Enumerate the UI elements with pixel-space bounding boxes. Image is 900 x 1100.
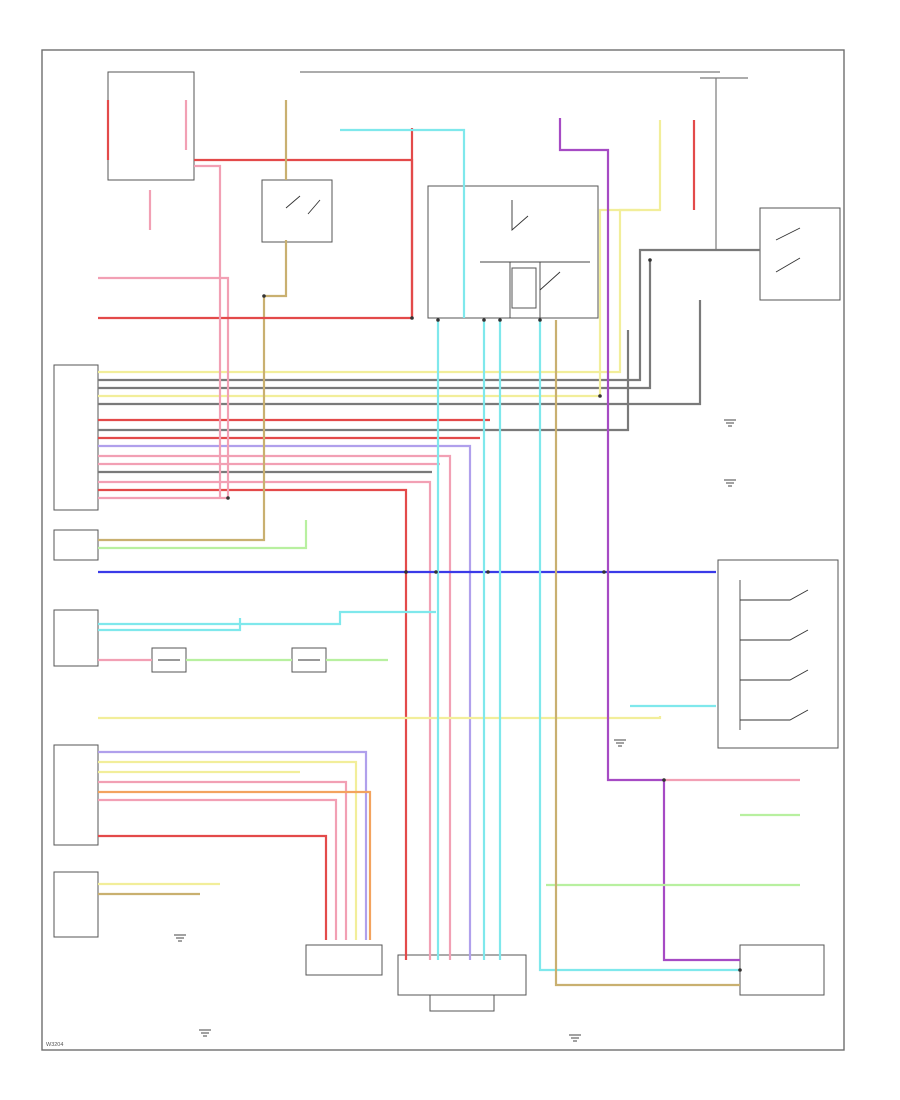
inline-sensor-right [291, 647, 327, 673]
junction-dot-7 [486, 570, 490, 574]
wire-group [98, 100, 800, 1042]
ground-symbol-2 [614, 739, 626, 747]
wire-pink-35 [194, 164, 222, 498]
wire-red-34 [98, 158, 414, 320]
wire-orange-28 [98, 790, 372, 940]
ground-symbol-4 [569, 1034, 581, 1042]
wire-pink-12 [98, 480, 432, 960]
ground-symbol-1 [724, 479, 736, 487]
junction-dot-9 [226, 496, 230, 500]
wire-red-13 [98, 488, 408, 960]
wire-pink-29 [98, 798, 338, 940]
wire-gray-1 [98, 248, 760, 382]
diagram-frame [41, 49, 845, 1051]
top-left-component-box [107, 71, 195, 181]
wire-cyan-19 [98, 618, 242, 632]
engine-control-module-connector [53, 364, 99, 938]
junction-dot-3 [498, 318, 502, 322]
wire-pink-14 [98, 276, 230, 500]
wire-cyan-18 [98, 610, 436, 626]
junction-dot-8 [602, 570, 606, 574]
relay-box [427, 185, 599, 319]
wire-lavender-24 [98, 750, 368, 940]
wire-gray-4 [98, 300, 702, 406]
wire-yellow-23 [98, 716, 662, 720]
wire-red-30 [98, 834, 328, 940]
diagram-code: W3204 [46, 1042, 63, 1048]
junction-dot-2 [482, 318, 486, 322]
top-right-relay-stack [700, 77, 748, 250]
ground-symbol-0 [724, 419, 736, 427]
inline-sensor-left [151, 647, 187, 673]
junction-dot-5 [404, 570, 408, 574]
bottom-right-module [739, 944, 825, 996]
junction-dot-1 [436, 318, 440, 322]
junction-dot-6 [434, 570, 438, 574]
junction-dot-13 [662, 778, 666, 782]
junction-dot-4 [538, 318, 542, 322]
junction-dot-12 [648, 258, 652, 262]
wire-pink-9 [98, 454, 452, 960]
wire-lavender-8 [98, 444, 472, 960]
bottom-center-connector [397, 954, 527, 1012]
right-switch-box [759, 207, 841, 301]
wire-pink-27 [98, 780, 348, 940]
wire-tan-48 [554, 320, 740, 987]
junction-dot-0 [410, 316, 414, 320]
wire-cyan-36 [340, 128, 466, 318]
junction-dot-11 [598, 394, 602, 398]
combination-switch-box [717, 559, 839, 749]
junction-dot-14 [738, 968, 742, 972]
wire-yellow-3 [98, 208, 640, 398]
wire-tan-15 [98, 240, 288, 542]
bottom-left-connector [305, 944, 383, 976]
wire-gray-2 [98, 260, 652, 390]
ground-symbol-3 [199, 1029, 211, 1037]
wire-gray-6 [98, 330, 630, 432]
wire-violet-41 [558, 118, 740, 962]
wire-cyan-40 [538, 320, 740, 972]
center-relay [261, 179, 333, 243]
junction-dot-10 [262, 294, 266, 298]
wire-green-16 [98, 520, 308, 550]
wire-yellow-25 [98, 760, 358, 940]
ground-symbol-5 [174, 934, 186, 942]
